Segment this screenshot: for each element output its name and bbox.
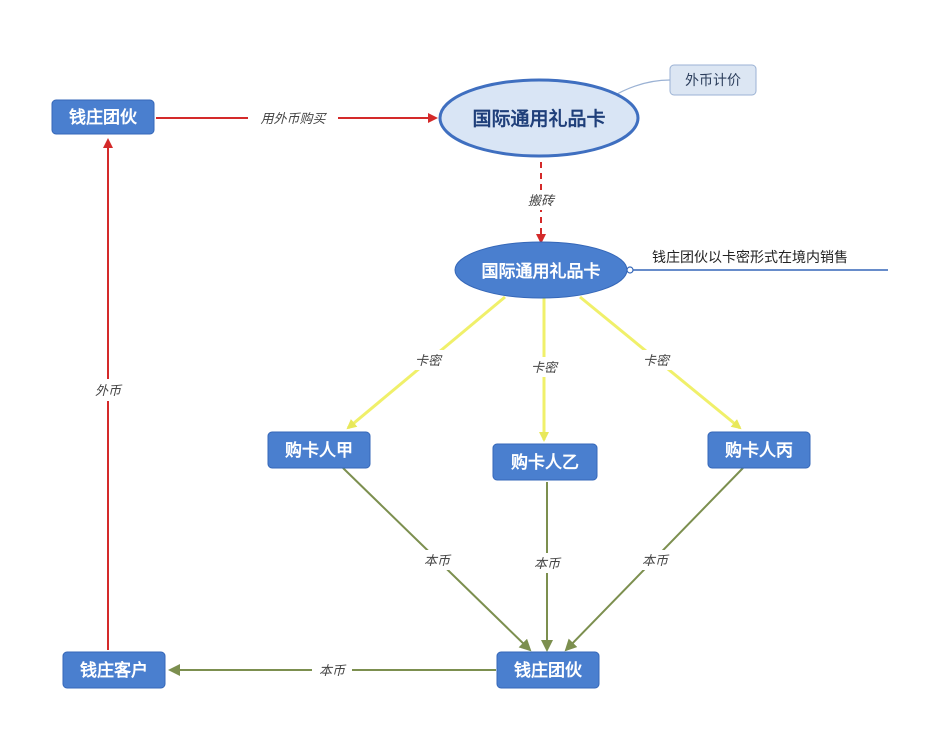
node-client[interactable]: 钱庄客户 xyxy=(62,651,166,689)
node-buyer-a[interactable]: 购卡人甲 xyxy=(267,431,371,469)
edge-label-card-code-c: 卡密 xyxy=(643,353,671,369)
edge-label-bg xyxy=(526,357,562,377)
node-team-top-label: 钱庄团伙 xyxy=(69,107,138,128)
node-buyer-a-label: 购卡人甲 xyxy=(285,440,353,461)
node-team-bottom-label: 钱庄团伙 xyxy=(514,660,583,681)
node-buyer-b[interactable]: 购卡人乙 xyxy=(492,443,598,481)
edge-label-card-code-b: 卡密 xyxy=(531,360,559,376)
node-buyer-b-label: 购卡人乙 xyxy=(511,452,579,473)
edge-label-card-code-a: 卡密 xyxy=(415,353,443,369)
edge-label-bg xyxy=(410,350,446,370)
node-buyer-c[interactable]: 购卡人丙 xyxy=(707,431,811,469)
edge-label-bg xyxy=(528,553,566,573)
node-buyer-c-label: 购卡人丙 xyxy=(725,440,793,461)
note-domestic-sales: 钱庄团伙以卡密形式在境内销售 xyxy=(652,249,848,266)
note-connector-dot xyxy=(626,266,634,274)
edge-label-bg xyxy=(636,550,674,570)
node-card-mid[interactable]: 国际通用礼品卡 xyxy=(454,241,628,299)
edge-label-local-to-client: 本币 xyxy=(319,664,347,679)
node-card-top-label: 国际通用礼品卡 xyxy=(472,107,605,130)
edge-label-bg xyxy=(86,379,130,401)
node-card-top[interactable]: 国际通用礼品卡 xyxy=(438,78,640,158)
edge-label-buy-with-fx: 用外币购买 xyxy=(260,112,327,127)
edge-label-local-b: 本币 xyxy=(534,557,562,572)
node-card-mid-label: 国际通用礼品卡 xyxy=(482,261,601,282)
node-client-label: 钱庄客户 xyxy=(80,660,148,681)
node-team-bottom[interactable]: 钱庄团伙 xyxy=(496,651,600,689)
edge-label-bg xyxy=(418,550,456,570)
edge-label-bg xyxy=(522,190,560,210)
edge-label-move-card: 搬砖 xyxy=(528,194,556,209)
edge-label-bg xyxy=(312,660,352,680)
edge-label-bg xyxy=(638,350,674,370)
node-team-top[interactable]: 钱庄团伙 xyxy=(51,99,155,135)
edge-label-bg xyxy=(248,108,338,128)
edge-label-local-a: 本币 xyxy=(424,554,452,569)
edge-label-fx-to-team: 外币 xyxy=(95,384,123,399)
edge-label-local-c: 本币 xyxy=(642,554,670,569)
callout-fx-pricing[interactable]: 外币计价 xyxy=(669,64,757,96)
callout-fx-pricing-label: 外币计价 xyxy=(685,73,741,89)
